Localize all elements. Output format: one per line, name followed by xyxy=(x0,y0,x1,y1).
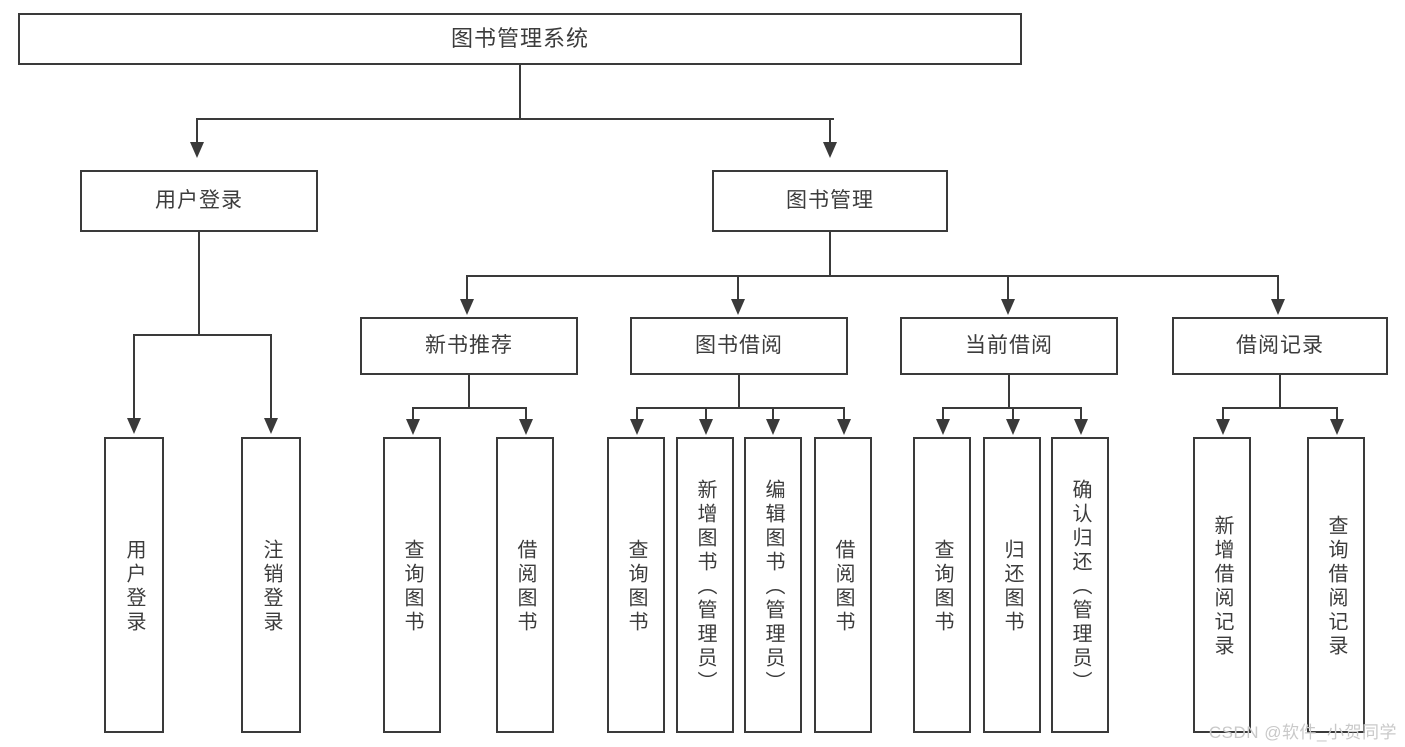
connector-user-login-stem xyxy=(198,232,200,335)
connector-book-management-bus xyxy=(466,275,1278,277)
arrow-br-to-leaf-0 xyxy=(1216,419,1230,435)
node-root-book-management-system[interactable]: 图书管理系统 xyxy=(18,13,1022,65)
connector-nb-to-leaf-1 xyxy=(525,407,527,421)
connector-nb-to-leaf-0 xyxy=(412,407,414,421)
leaf-user-login[interactable]: 用户登录 xyxy=(104,437,164,733)
connector-br-to-leaf-0 xyxy=(1222,407,1224,421)
node-label: 新书推荐 xyxy=(425,333,513,357)
leaf-borrow-book-new-recommendation[interactable]: 借阅图书 xyxy=(496,437,554,733)
leaf-add-borrow-record[interactable]: 新增借阅记录 xyxy=(1193,437,1251,733)
arrow-cb-to-leaf-2 xyxy=(1074,419,1088,435)
node-label: 用户登录 xyxy=(123,539,145,635)
connector-current-borrow-bus xyxy=(942,407,1080,409)
node-label: 编辑图书（管理员） xyxy=(762,479,784,695)
arrow-root-to-user-login xyxy=(190,142,204,158)
node-book-management[interactable]: 图书管理 xyxy=(712,170,948,232)
arrow-nb-to-leaf-0 xyxy=(406,419,420,435)
node-label: 查询图书 xyxy=(401,539,423,635)
arrow-bm-to-new-book xyxy=(460,299,474,315)
connector-book-borrow-stem xyxy=(738,375,740,408)
connector-user-login-bus xyxy=(133,334,271,336)
leaf-query-borrow-record[interactable]: 查询借阅记录 xyxy=(1307,437,1365,733)
node-book-borrow[interactable]: 图书借阅 xyxy=(630,317,848,375)
connector-cb-to-leaf-2 xyxy=(1080,407,1082,421)
node-label: 查询借阅记录 xyxy=(1325,515,1347,659)
watermark-text: CSDN @软件_小贺同学 xyxy=(1208,723,1397,742)
node-current-borrow[interactable]: 当前借阅 xyxy=(900,317,1118,375)
connector-bm-to-borrow-record xyxy=(1277,275,1279,301)
connector-cb-to-leaf-0 xyxy=(942,407,944,421)
node-label: 归还图书 xyxy=(1001,539,1023,635)
leaf-query-book-current[interactable]: 查询图书 xyxy=(913,437,971,733)
arrow-bb-to-leaf-1 xyxy=(699,419,713,435)
connector-user-login-to-leaf-0 xyxy=(133,334,135,420)
node-label: 图书借阅 xyxy=(695,333,783,357)
node-label: 借阅图书 xyxy=(832,539,854,635)
arrow-bb-to-leaf-3 xyxy=(837,419,851,435)
connector-borrow-record-stem xyxy=(1279,375,1281,408)
node-user-login[interactable]: 用户登录 xyxy=(80,170,318,232)
node-label: 查询图书 xyxy=(625,539,647,635)
node-label: 确认归还（管理员） xyxy=(1069,479,1091,695)
arrow-cb-to-leaf-0 xyxy=(936,419,950,435)
node-label: 新增借阅记录 xyxy=(1211,515,1233,659)
connector-book-management-stem xyxy=(829,232,831,276)
connector-br-to-leaf-1 xyxy=(1336,407,1338,421)
connector-root-to-user-login xyxy=(196,118,198,144)
connector-bm-to-book-borrow xyxy=(737,275,739,301)
arrow-nb-to-leaf-1 xyxy=(519,419,533,435)
connector-root-bus xyxy=(196,118,834,120)
connector-bm-to-new-book xyxy=(466,275,468,301)
leaf-borrow-book[interactable]: 借阅图书 xyxy=(814,437,872,733)
arrow-cb-to-leaf-1 xyxy=(1006,419,1020,435)
leaf-edit-book-admin[interactable]: 编辑图书（管理员） xyxy=(744,437,802,733)
arrow-user-login-to-leaf-0 xyxy=(127,418,141,434)
arrow-bm-to-current-borrow xyxy=(1001,299,1015,315)
node-new-book-recommendation[interactable]: 新书推荐 xyxy=(360,317,578,375)
node-label: 用户登录 xyxy=(155,188,243,212)
connector-bb-to-leaf-3 xyxy=(843,407,845,421)
node-label: 图书管理系统 xyxy=(450,26,589,52)
arrow-bb-to-leaf-2 xyxy=(766,419,780,435)
leaf-add-book-admin[interactable]: 新增图书（管理员） xyxy=(676,437,734,733)
connector-bm-to-current-borrow xyxy=(1007,275,1009,301)
node-label: 注销登录 xyxy=(260,539,282,635)
arrow-root-to-book-management xyxy=(823,142,837,158)
connector-book-borrow-bus xyxy=(636,407,844,409)
connector-user-login-to-leaf-1 xyxy=(270,334,272,420)
leaf-query-book-borrow[interactable]: 查询图书 xyxy=(607,437,665,733)
connector-bb-to-leaf-1 xyxy=(705,407,707,421)
connector-borrow-record-bus xyxy=(1222,407,1337,409)
connector-current-borrow-stem xyxy=(1008,375,1010,408)
connector-new-book-bus xyxy=(412,407,526,409)
connector-root-stem xyxy=(519,65,521,118)
node-label: 借阅记录 xyxy=(1236,333,1324,357)
arrow-user-login-to-leaf-1 xyxy=(264,418,278,434)
connector-root-to-book-management xyxy=(829,118,831,144)
arrow-bm-to-borrow-record xyxy=(1271,299,1285,315)
leaf-return-book[interactable]: 归还图书 xyxy=(983,437,1041,733)
node-label: 当前借阅 xyxy=(965,333,1053,357)
connector-cb-to-leaf-1 xyxy=(1012,407,1014,421)
node-label: 图书管理 xyxy=(786,188,874,212)
leaf-logout[interactable]: 注销登录 xyxy=(241,437,301,733)
arrow-bm-to-book-borrow xyxy=(731,299,745,315)
leaf-confirm-return-admin[interactable]: 确认归还（管理员） xyxy=(1051,437,1109,733)
leaf-query-book-new-recommendation[interactable]: 查询图书 xyxy=(383,437,441,733)
node-label: 借阅图书 xyxy=(514,539,536,635)
arrow-br-to-leaf-1 xyxy=(1330,419,1344,435)
node-label: 查询图书 xyxy=(931,539,953,635)
node-label: 新增图书（管理员） xyxy=(694,479,716,695)
connector-bb-to-leaf-0 xyxy=(636,407,638,421)
node-borrow-record[interactable]: 借阅记录 xyxy=(1172,317,1388,375)
connector-new-book-stem xyxy=(468,375,470,408)
arrow-bb-to-leaf-0 xyxy=(630,419,644,435)
connector-bb-to-leaf-2 xyxy=(772,407,774,421)
